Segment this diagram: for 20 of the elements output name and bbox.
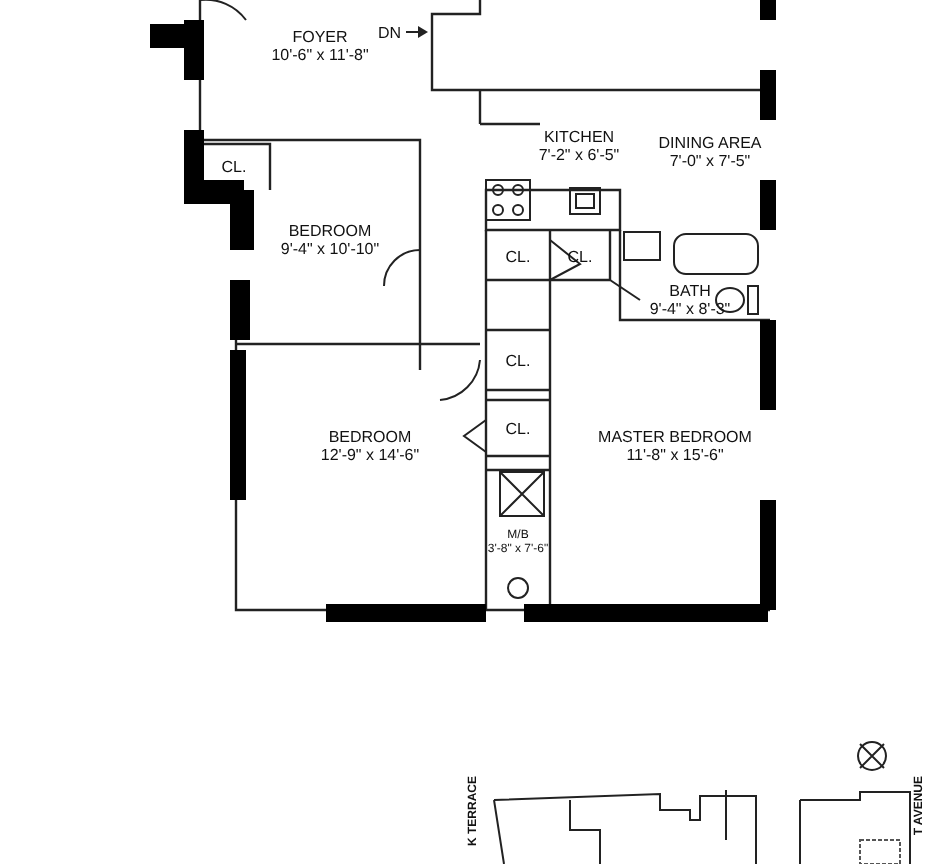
room-name: MASTER BEDROOM xyxy=(598,427,752,445)
room-dimensions: 7'-2" x 6'-5" xyxy=(538,146,620,164)
room-name: CL. xyxy=(505,419,531,437)
room-name: CL. xyxy=(505,247,531,265)
room-dimensions: 9'-4" x 10'-10" xyxy=(280,240,380,258)
room-name: CL. xyxy=(221,157,247,175)
room-name: DINING AREA xyxy=(658,134,762,152)
room-name: KITCHEN xyxy=(543,128,615,146)
stairs-label: DN xyxy=(378,24,402,42)
room-name: BATH xyxy=(669,282,711,300)
room-dimensions: 10'-6" x 11'-8" xyxy=(271,45,369,63)
room-dimensions: 11'-8" x 15'-6" xyxy=(626,445,724,463)
room-dimensions: 9'-4" x 8'-3" xyxy=(649,300,731,318)
room-dimensions: 7'-0" x 7'-5" xyxy=(669,152,751,170)
room-name: BEDROOM xyxy=(328,427,412,445)
room-dimensions: 12'-9" x 14'-6" xyxy=(320,445,420,463)
room-name: FOYER xyxy=(292,27,348,45)
room-name: CL. xyxy=(505,351,531,369)
room-name: CL. xyxy=(567,247,593,265)
room-name: BEDROOM xyxy=(288,222,372,240)
